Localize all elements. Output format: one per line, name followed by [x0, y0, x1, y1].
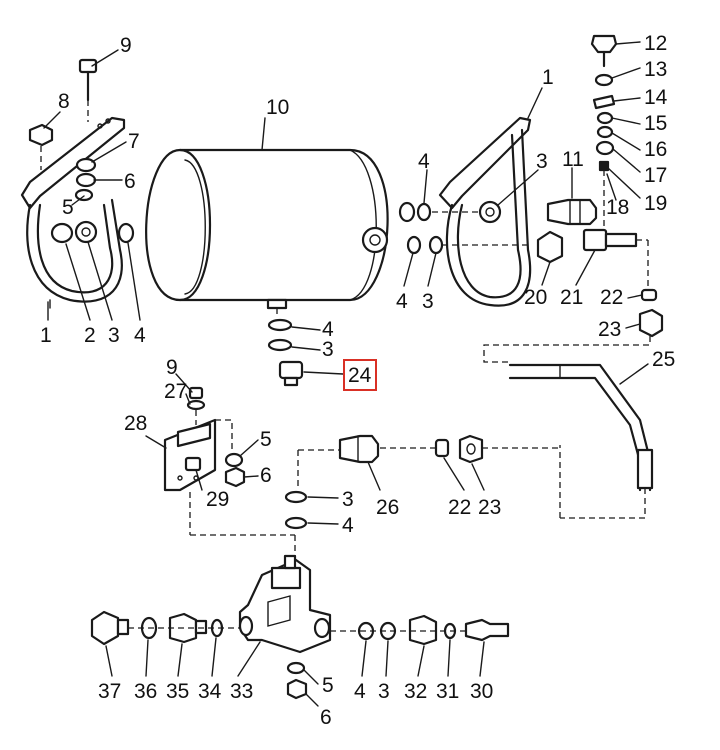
part-label: 3 — [536, 150, 548, 173]
part-label: 10 — [266, 96, 289, 119]
washer-nut-parts-5-6-low — [286, 661, 308, 700]
part-label: 8 — [58, 90, 70, 113]
part-label: 36 — [134, 680, 157, 703]
air-tank-part-10 — [145, 148, 416, 318]
part-label: 5 — [62, 196, 74, 219]
part-label: 5 — [260, 428, 272, 451]
valve-body-part-33 — [238, 554, 332, 654]
leader-lines — [43, 41, 649, 707]
part-label: 6 — [320, 706, 332, 729]
tank-side-washers — [406, 202, 530, 255]
part-label: 37 — [98, 680, 121, 703]
part-label: 3 — [108, 324, 120, 347]
part-label: 25 — [652, 348, 675, 371]
left-fittings — [49, 220, 135, 309]
part-label: 28 — [124, 412, 147, 435]
part-label: 27 — [164, 380, 187, 403]
part-label: 3 — [342, 488, 354, 511]
part-label: 21 — [560, 286, 583, 309]
part-label: 4 — [354, 680, 366, 703]
part-label: 23 — [598, 318, 621, 341]
bolt-part-9-lower — [186, 386, 206, 425]
part-label: 4 — [322, 318, 334, 341]
nut-part-23-mid — [458, 434, 560, 464]
part-label: 3 — [378, 680, 390, 703]
part-label: 2 — [84, 324, 96, 347]
left-bracket-part-1 — [20, 116, 126, 303]
part-label: 3 — [422, 290, 434, 313]
part-label: 20 — [524, 286, 547, 309]
bolt-part-9 — [78, 58, 98, 122]
part-label: 22 — [448, 496, 471, 519]
part-label: 12 — [644, 32, 667, 55]
part-label: 9 — [166, 356, 178, 379]
part-label: 9 — [120, 34, 132, 57]
drain-plug-assembly — [267, 318, 304, 387]
part-label: 31 — [436, 680, 459, 703]
nut-part-20 — [536, 230, 564, 264]
part-label: 23 — [478, 496, 501, 519]
fitting-part-32 — [408, 614, 438, 646]
part-label: 4 — [418, 150, 430, 173]
right-bracket-part-1 — [438, 116, 532, 307]
washers-parts-3-4-mid — [284, 490, 308, 530]
nut-part-8 — [28, 123, 54, 170]
washers-left-bracket — [74, 157, 97, 202]
sleeve-part-22-right — [640, 288, 658, 302]
part-label: 24 — [348, 364, 372, 387]
valve-stack-parts-12-19 — [590, 34, 618, 228]
part-label: 7 — [128, 130, 140, 153]
part-label: 32 — [404, 680, 427, 703]
nut-part-23-right — [638, 308, 664, 338]
part-label: 4 — [342, 514, 354, 537]
part-label: 1 — [40, 324, 52, 347]
part-label: 22 — [600, 286, 623, 309]
switch-part-37 — [90, 610, 130, 646]
part-label: 19 — [644, 192, 667, 215]
tee-fitting-part-21 — [582, 228, 649, 290]
pipe-part-25 — [483, 336, 654, 519]
part-label: 6 — [124, 170, 136, 193]
part-label: 34 — [198, 680, 222, 703]
sleeve-part-22-mid — [434, 438, 450, 458]
fitting-part-11 — [546, 198, 598, 226]
part-label: 17 — [644, 164, 667, 187]
part-label: 13 — [644, 58, 667, 81]
part-label: 4 — [134, 324, 146, 347]
part-label: 15 — [644, 112, 667, 135]
part-label: 33 — [230, 680, 253, 703]
part-label: 5 — [322, 674, 334, 697]
part-labels: 9 8 10 7 6 5 4 1 2 3 4 3 4 3 24 1 3 4 11… — [40, 32, 675, 729]
part-label: 30 — [470, 680, 493, 703]
bolt-part-29 — [184, 456, 202, 472]
part-label: 29 — [206, 488, 229, 511]
part-label: 6 — [260, 464, 272, 487]
connector-part-30 — [330, 618, 510, 642]
washer-part-34 — [128, 618, 240, 638]
part-label: 11 — [562, 148, 584, 171]
part-label: 26 — [376, 496, 399, 519]
part-label: 18 — [606, 196, 629, 219]
fitting-part-26 — [297, 434, 436, 490]
part-label: 4 — [396, 290, 408, 313]
part-label: 1 — [542, 66, 554, 89]
washer-nut-parts-5-6-mid — [215, 419, 246, 488]
mount-bracket-part-28 — [163, 418, 296, 560]
part-label: 35 — [166, 680, 189, 703]
part-label: 16 — [644, 138, 667, 161]
highlight-box — [343, 359, 377, 391]
part-label: 14 — [644, 86, 668, 109]
part-label: 3 — [322, 338, 334, 361]
